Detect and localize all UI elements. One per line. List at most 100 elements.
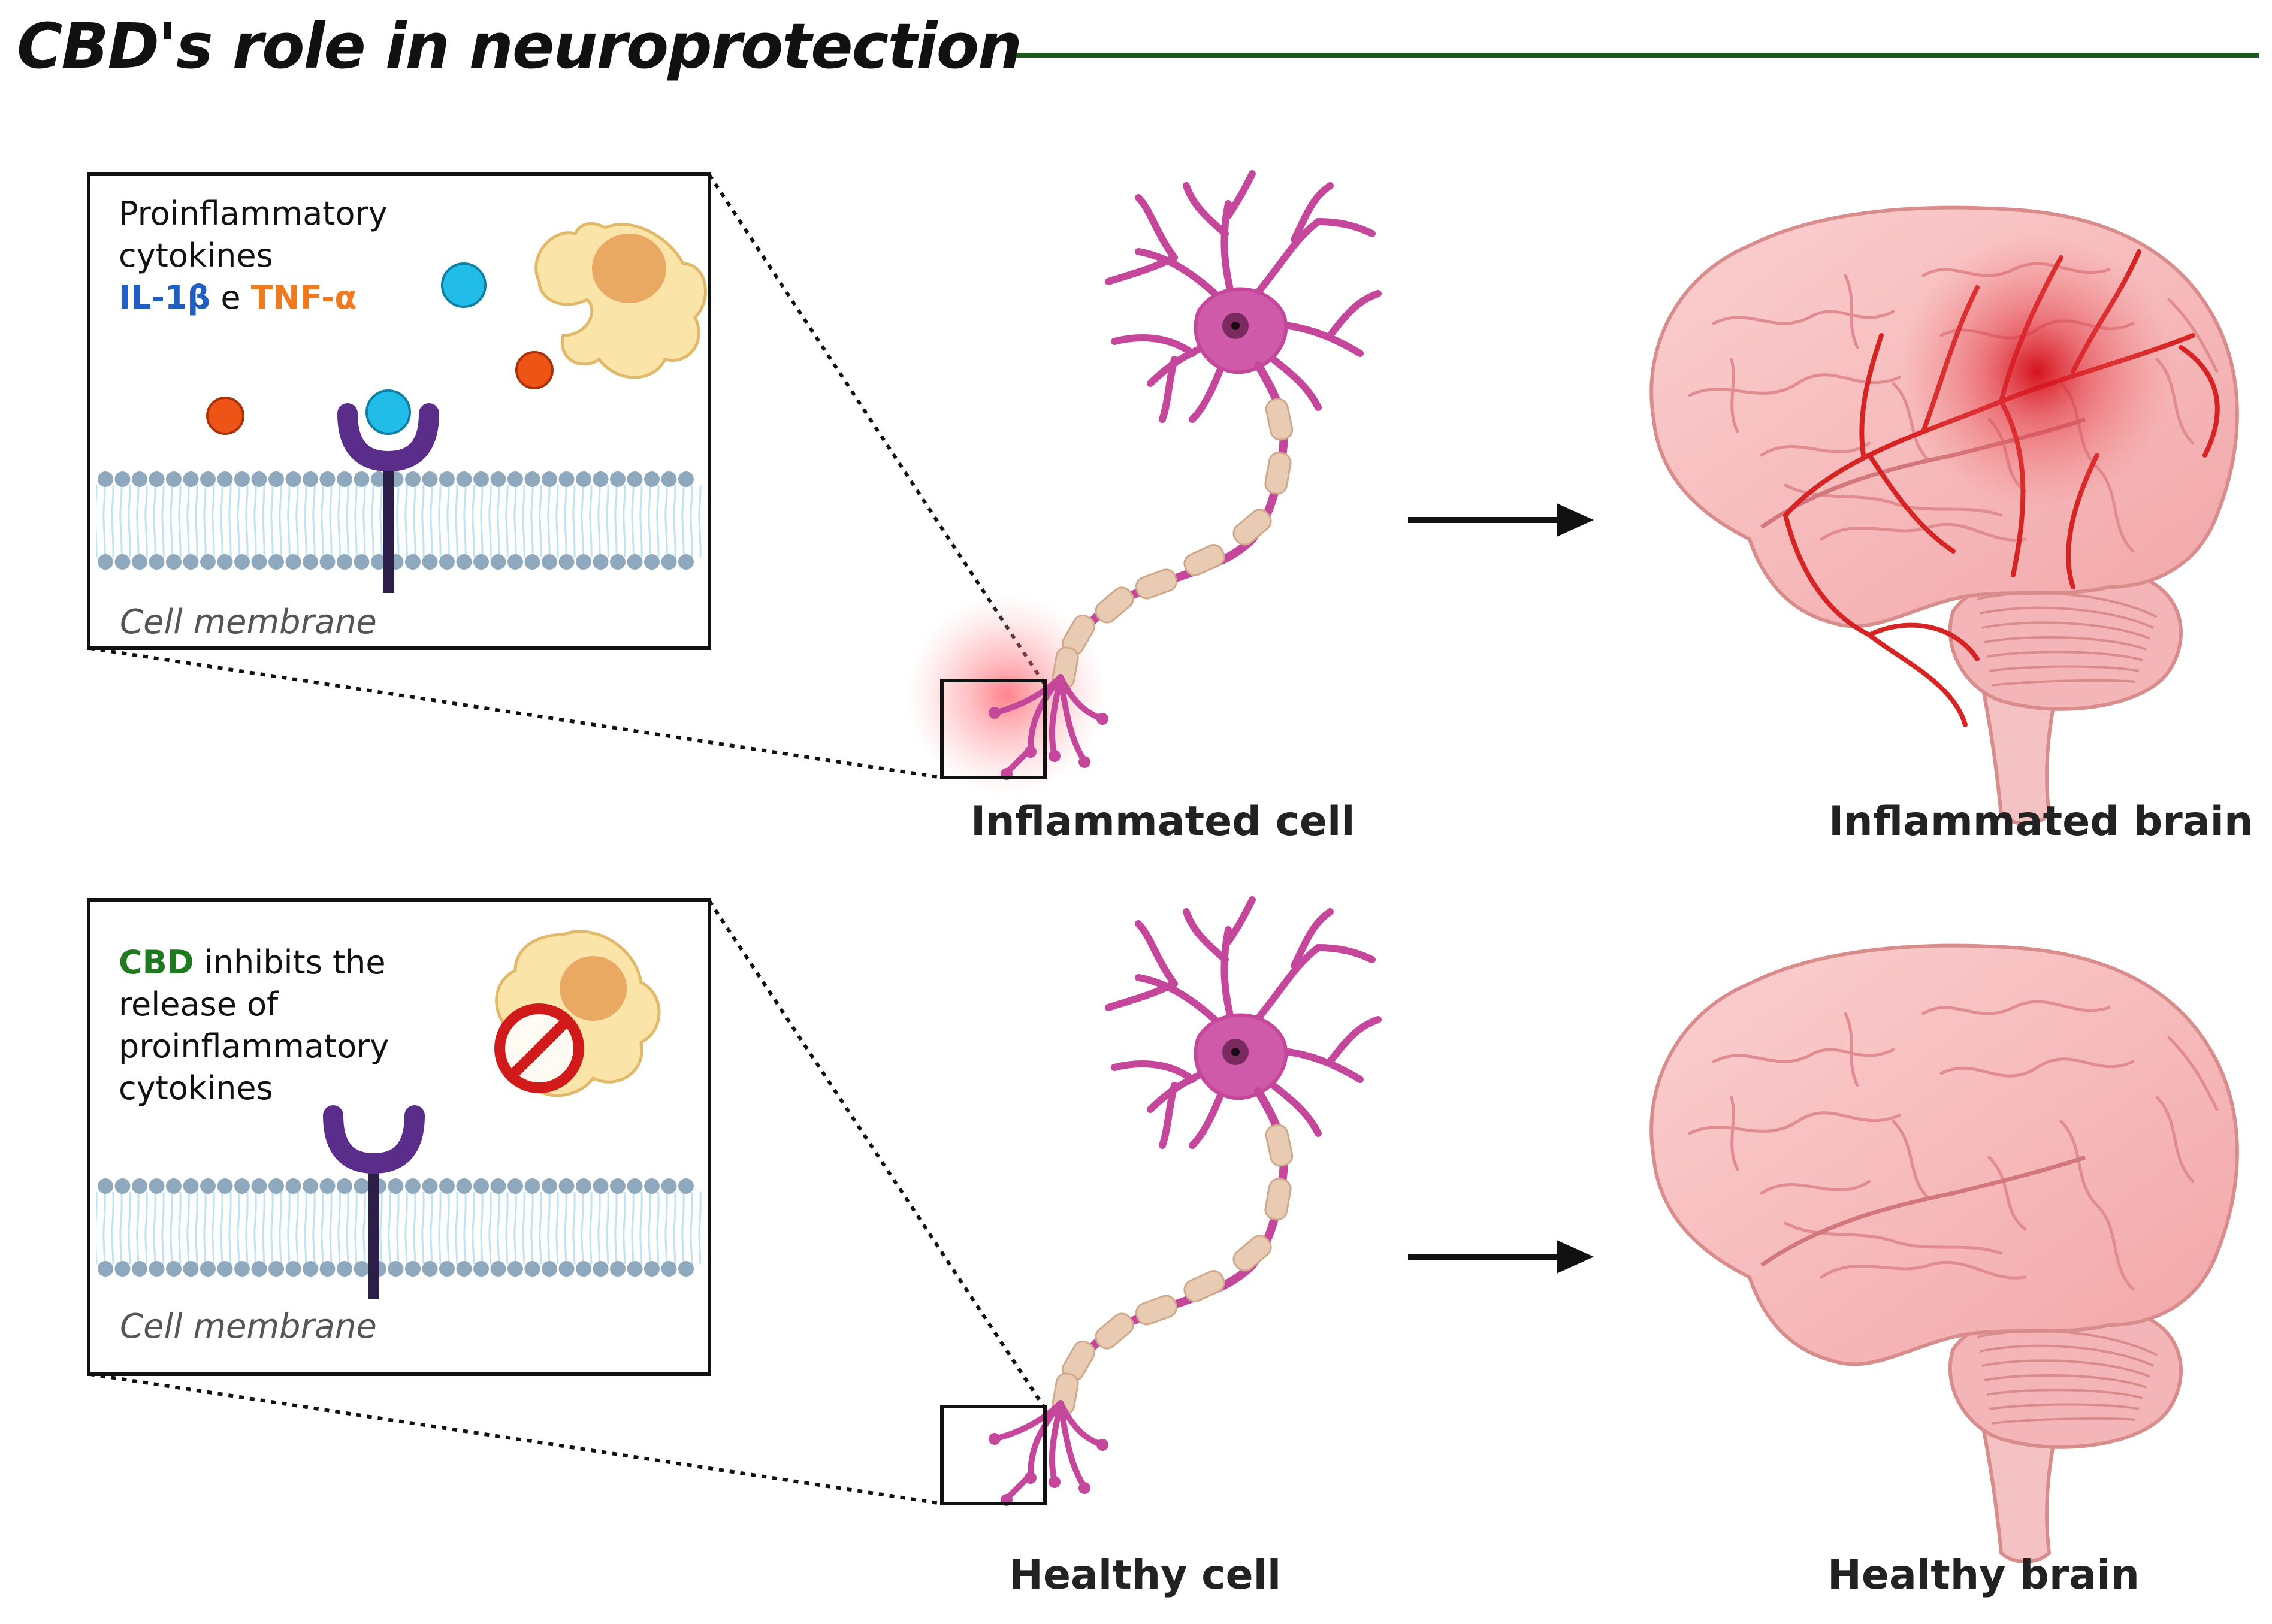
inflamed-brain xyxy=(1649,205,2239,825)
lipid-head xyxy=(524,554,540,570)
lipid-head xyxy=(576,1261,591,1277)
axon-terminal-branch xyxy=(1049,674,1064,758)
dendrite xyxy=(1291,182,1334,243)
lipid-head xyxy=(337,471,352,487)
top-membrane-label: Cell membrane xyxy=(120,603,377,642)
top-zoom-line xyxy=(89,646,942,779)
lipid-head xyxy=(644,554,660,570)
tnfa-cytokine xyxy=(515,351,554,389)
lipid-head xyxy=(217,471,233,487)
lipid-head xyxy=(149,1178,165,1194)
lipid-head xyxy=(627,1178,643,1194)
lipid-head xyxy=(405,1178,421,1194)
lipid-head xyxy=(610,554,626,570)
top-box-text: Proinflammatory cytokines IL-1β e TNF-α xyxy=(119,193,388,319)
myelin-sheath xyxy=(1095,586,1134,624)
lipid-head xyxy=(388,1178,404,1194)
healthy-cell-label: Healthy cell xyxy=(1009,1552,1282,1599)
lipid-head xyxy=(234,471,250,487)
myelin-sheath xyxy=(1265,398,1294,441)
lipid-head xyxy=(200,1178,216,1194)
cerebellum-fold xyxy=(1986,1389,2143,1399)
top-zoom-line xyxy=(708,174,1046,684)
lipid-head xyxy=(200,471,216,487)
lipid-head xyxy=(183,471,199,487)
cbd-label: CBD xyxy=(119,943,194,981)
lipid-head xyxy=(473,1261,489,1277)
cytokine-names: IL-1β e TNF-α xyxy=(119,277,388,319)
lipid-head xyxy=(456,554,472,570)
gyrus-fold xyxy=(1820,1260,2027,1280)
lipid-head xyxy=(473,1178,489,1194)
lipid-head xyxy=(217,1178,233,1194)
myelin-sheath xyxy=(1135,568,1178,600)
top-arrow xyxy=(1408,503,1594,537)
gyrus-fold xyxy=(1730,1096,1739,1171)
lipid-head xyxy=(507,554,523,570)
axon-terminal-branch xyxy=(1058,674,1087,764)
lipid-head xyxy=(166,1178,182,1194)
lipid-head xyxy=(98,554,113,570)
lipid-head xyxy=(678,554,694,570)
cerebellum-fold xyxy=(1979,606,2154,629)
lipid-head xyxy=(661,554,677,570)
axon-terminal-branch xyxy=(1058,1400,1087,1490)
lipid-head xyxy=(98,1178,113,1194)
synaptic-bouton xyxy=(1078,756,1090,768)
nucleolus xyxy=(1231,1048,1240,1056)
lipid-head xyxy=(644,1178,660,1194)
lipid-head xyxy=(268,471,284,487)
lipid-head xyxy=(132,1261,147,1277)
synaptic-bouton xyxy=(1025,746,1037,758)
lipid-head xyxy=(661,471,677,487)
cerebellum-fold xyxy=(1979,1344,2154,1367)
myelin-sheath xyxy=(1183,1270,1225,1302)
bottom-zoom-box xyxy=(940,1405,1047,1505)
inflamed-cell-label: Inflammated cell xyxy=(971,798,1355,845)
dendrite xyxy=(1135,920,1178,987)
tnfa-cytokine xyxy=(206,397,244,435)
gyrus-fold xyxy=(1760,1180,1871,1195)
lipid-head xyxy=(542,1178,557,1194)
top-cell-membrane xyxy=(96,471,702,570)
lipid-head xyxy=(285,471,301,487)
lipid-head xyxy=(422,554,438,570)
lipid-head xyxy=(183,1178,199,1194)
lipid-head xyxy=(490,554,506,570)
lipid-head xyxy=(473,554,489,570)
macrophage xyxy=(534,222,707,379)
lipid-head xyxy=(251,471,267,487)
dendrite xyxy=(1249,218,1322,303)
dendrite xyxy=(1111,334,1196,357)
lipid-head xyxy=(456,471,472,487)
lipid-head xyxy=(507,471,523,487)
synaptic-bouton xyxy=(1078,1482,1090,1494)
lipid-head xyxy=(473,471,489,487)
lipid-head xyxy=(234,1261,250,1277)
lipid-head xyxy=(217,554,233,570)
lipid-head xyxy=(166,471,182,487)
bottom-zoom-line xyxy=(89,1372,942,1505)
synaptic-bouton xyxy=(1049,750,1061,762)
top-zoom-box xyxy=(940,679,1047,779)
nucleolus xyxy=(1231,322,1240,330)
lipid-head xyxy=(303,471,318,487)
myelin-sheath xyxy=(1264,452,1292,495)
lipid-head xyxy=(542,554,557,570)
lipid-head xyxy=(200,1261,216,1277)
lipid-head xyxy=(285,1261,301,1277)
lipid-head xyxy=(490,1261,506,1277)
lipid-head xyxy=(644,471,660,487)
inflammation-glow xyxy=(905,593,1108,797)
bottom-box-line4: cytokines xyxy=(119,1069,273,1107)
lipid-head xyxy=(285,1178,301,1194)
lipid-head xyxy=(558,1178,575,1194)
cerebellum-fold xyxy=(1981,1359,2150,1378)
gyrus-fold xyxy=(1892,1120,1931,1201)
myelin-sheath xyxy=(1095,1312,1134,1350)
lipid-head xyxy=(337,1178,352,1194)
lipid-head xyxy=(610,471,626,487)
dendrite xyxy=(1249,944,1322,1029)
lipid-head xyxy=(337,554,352,570)
